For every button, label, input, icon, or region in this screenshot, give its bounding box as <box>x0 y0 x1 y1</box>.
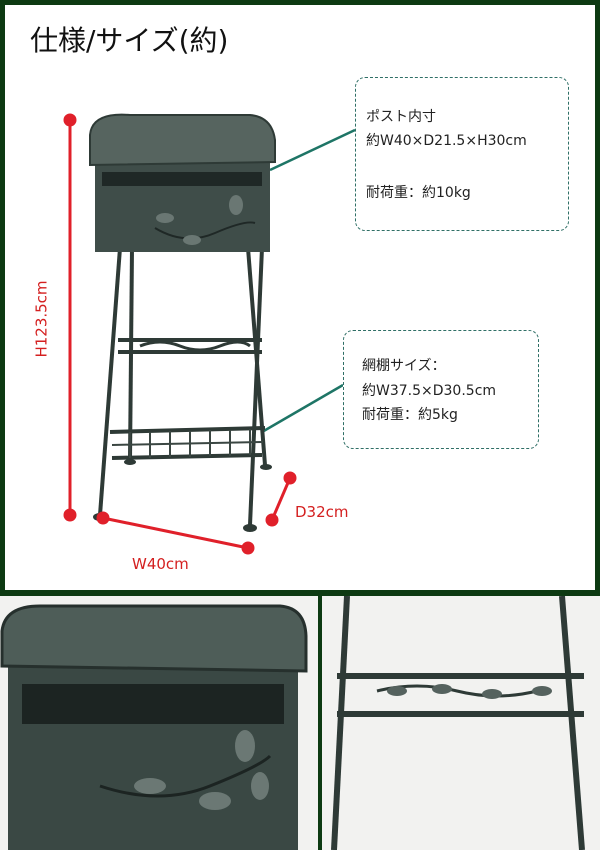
shelf-heading: 網棚サイズ： <box>362 358 446 374</box>
post-size: 約W40×D21.5×H30cm <box>366 133 527 149</box>
post-load: 耐荷重：約10kg <box>366 185 471 201</box>
leader-line-shelf <box>261 383 344 434</box>
height-label: H123.5cm <box>32 280 51 358</box>
depth-label: D32cm <box>295 503 349 521</box>
mailbox-closeup-photo <box>0 596 318 850</box>
shelf-size-callout: 網棚サイズ： 約W37.5×D30.5cm 耐荷重：約5kg <box>343 330 539 449</box>
post-inner-size-callout: ポスト内寸 約W40×D21.5×H30cm 耐荷重：約10kg <box>355 77 569 231</box>
page-title: 仕様/サイズ(約) <box>30 24 229 57</box>
width-label: W40cm <box>132 555 189 573</box>
shelf-load: 耐荷重：約5kg <box>362 407 458 423</box>
stand-closeup-photo <box>322 596 600 850</box>
post-heading: ポスト内寸 <box>366 109 436 125</box>
spec-panel: 仕様/サイズ(約) H123.5cm W40cm D32cm ポスト内寸 約W4… <box>5 5 595 590</box>
leader-line-post <box>269 128 356 172</box>
shelf-size: 約W37.5×D30.5cm <box>362 383 497 399</box>
mailbox-stand-illustration <box>63 113 356 555</box>
